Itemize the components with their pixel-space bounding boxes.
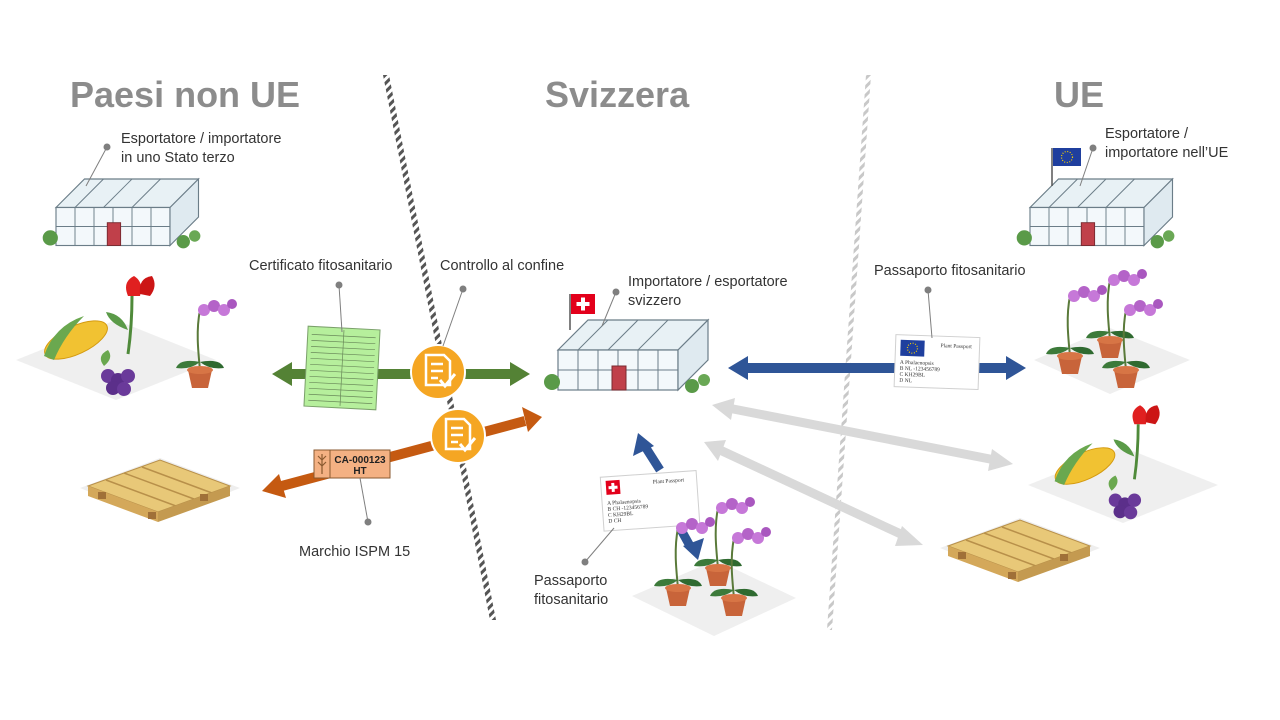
swiss-flag-icon [569,294,595,330]
label-exporter-eu: Esportatore / importatore nell’UE [1105,126,1229,161]
region-title-non-eu: Paesi non UE [70,74,301,115]
svg-text:A Phalaenopsis: A Phalaenopsis [607,499,641,507]
orange-arrow-ispm [262,407,542,498]
orchid-icon [175,298,238,389]
greenhouse-icon [42,178,201,249]
svg-text:D CH: D CH [608,518,621,525]
pallet-icon [79,457,241,523]
eu-flag-icon [1051,148,1081,186]
label-border-control: Controllo al confine [440,258,565,274]
label-ispm-mark: Marchio ISPM 15 [299,544,411,560]
label-importer-swiss: Importatore / esportatore svizzero [628,274,788,309]
blue-arrow-ch-up [633,433,664,473]
label-ch-passport: Passaporto fitosanitario [534,573,609,608]
label-phyto-certificate: Certificato fitosanitario [249,258,393,274]
orchid-group-eu [1034,268,1190,394]
svg-text:Plant Passport: Plant Passport [653,477,685,485]
wheat-icon [317,454,327,474]
svg-text:C KH29BL: C KH29BL [899,372,925,379]
orchid-group-ch [632,496,796,636]
label-exporter-third-country: Esportatore / importatore in uno Stato t… [121,131,282,166]
pallet-icon [939,517,1101,583]
plants-icon [14,274,218,402]
grey-arrow-pallet [704,440,923,546]
grey-arrow-produce [712,398,1013,471]
check-document-icon [409,343,467,401]
svg-text:D NL: D NL [899,378,913,384]
label-eu-passport: Passaporto fitosanitario [874,263,1026,279]
region-title-switzerland: Svizzera [545,74,690,115]
svg-text:B NL -123456789: B NL -123456789 [900,366,941,373]
ispm-mark-tag: CA-000123 HT [313,449,391,479]
greenhouse-icon [1016,178,1175,249]
border-divider-ch-eu [827,75,871,630]
ispm-code: CA-000123 [334,455,386,466]
phyto-certificate-icon [303,325,381,411]
eu-flag-icon [900,339,925,357]
region-title-eu: UE [1054,74,1105,115]
svg-text:B CH -123456789: B CH -123456789 [607,504,648,513]
svg-text:Plant Passport: Plant Passport [940,343,972,350]
callout-lines [85,143,1097,566]
svg-text:C KH29BL: C KH29BL [608,511,635,519]
plants-icon [1026,403,1220,525]
blue-arrow-eu-passport [728,356,1026,380]
check-document-icon [429,407,487,465]
greenhouse-icon [543,319,711,394]
ch-plant-passport-card: Plant Passport A Phalaenopsis B CH -1234… [599,470,701,532]
ispm-suffix: HT [353,466,366,477]
eu-plant-passport-card: Plant Passport A Phalaenopsis B NL -1234… [893,334,981,391]
svg-text:A Phalaenopsis: A Phalaenopsis [900,360,934,367]
